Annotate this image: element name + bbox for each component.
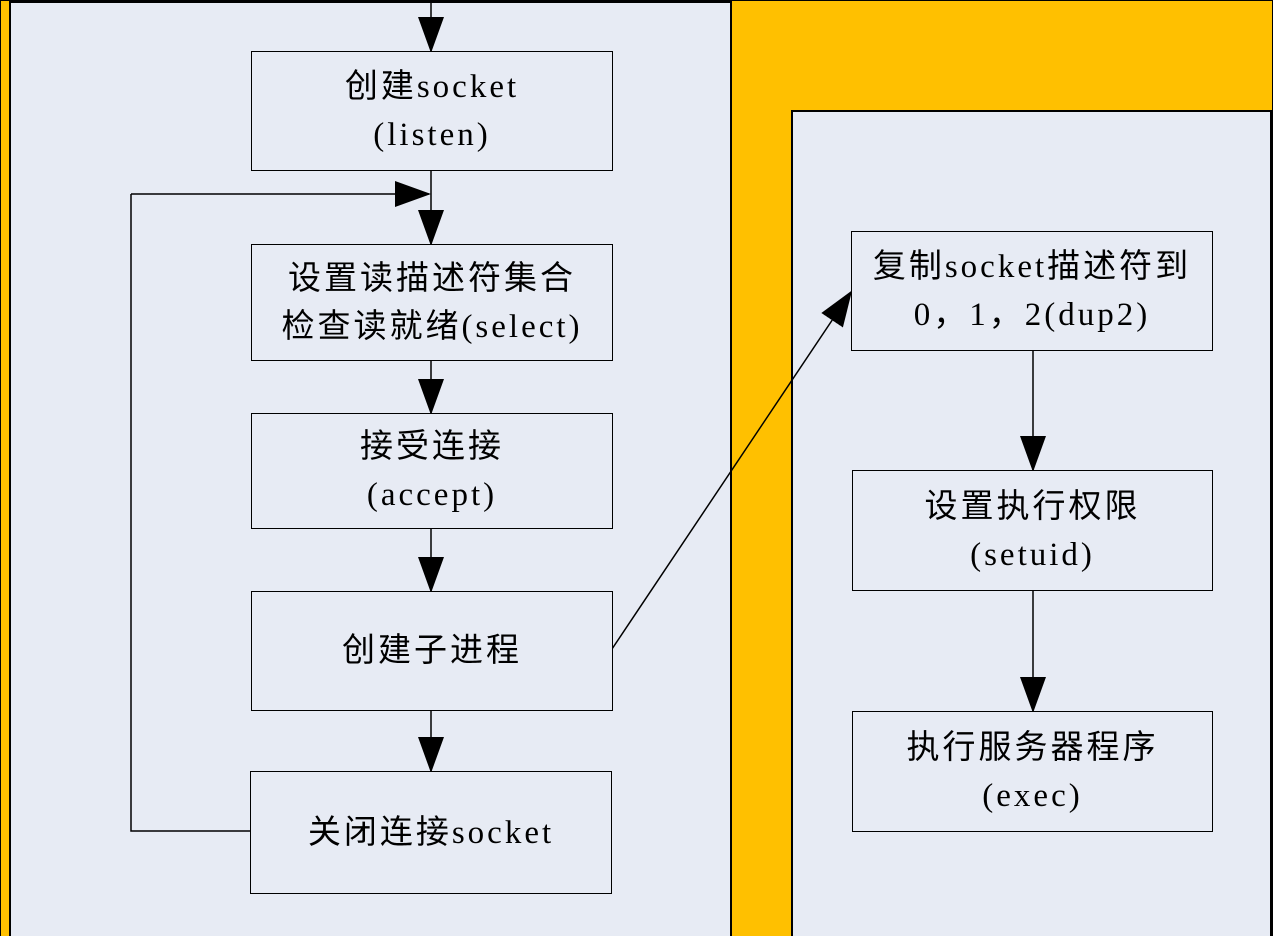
flow-box-label: (accept)	[366, 477, 498, 513]
flow-box-label: 检查读就绪(select)	[281, 308, 583, 345]
flow-box-label: (setuid)	[970, 536, 1095, 573]
flow-box-label: 关闭连接socket	[307, 814, 555, 851]
flow-box-label: 0，1，2(dup2)	[913, 297, 1151, 333]
flow-box-label: 设置读描述符集合	[288, 260, 576, 297]
flow-box-close-connected-socket: 关闭连接socket	[250, 771, 612, 894]
flow-box-setuid-permissions: 设置执行权限 (setuid)	[852, 470, 1213, 591]
flow-box-exec-server-program: 执行服务器程序 (exec)	[852, 711, 1213, 832]
flow-box-label: 设置执行权限	[924, 488, 1141, 525]
flow-box-label: 创建子进程	[342, 633, 522, 669]
flow-box-label: 执行服务器程序	[906, 729, 1159, 766]
flow-box-create-child-process: 创建子进程	[251, 591, 613, 711]
flow-box-label: 接受连接	[360, 429, 504, 465]
flow-box-accept-connection: 接受连接 (accept)	[251, 413, 613, 529]
flow-box-create-socket-listen: 创建socket (listen)	[251, 51, 613, 171]
flow-box-select-readset: 设置读描述符集合 检查读就绪(select)	[251, 244, 613, 361]
flow-box-label: (listen)	[373, 117, 491, 153]
flow-box-dup2-socket-descriptors: 复制socket描述符到 0，1，2(dup2)	[851, 231, 1213, 351]
flow-box-label: 复制socket描述符到	[872, 249, 1192, 285]
flow-box-label: 创建socket	[344, 69, 520, 105]
flow-box-label: (exec)	[982, 777, 1083, 814]
